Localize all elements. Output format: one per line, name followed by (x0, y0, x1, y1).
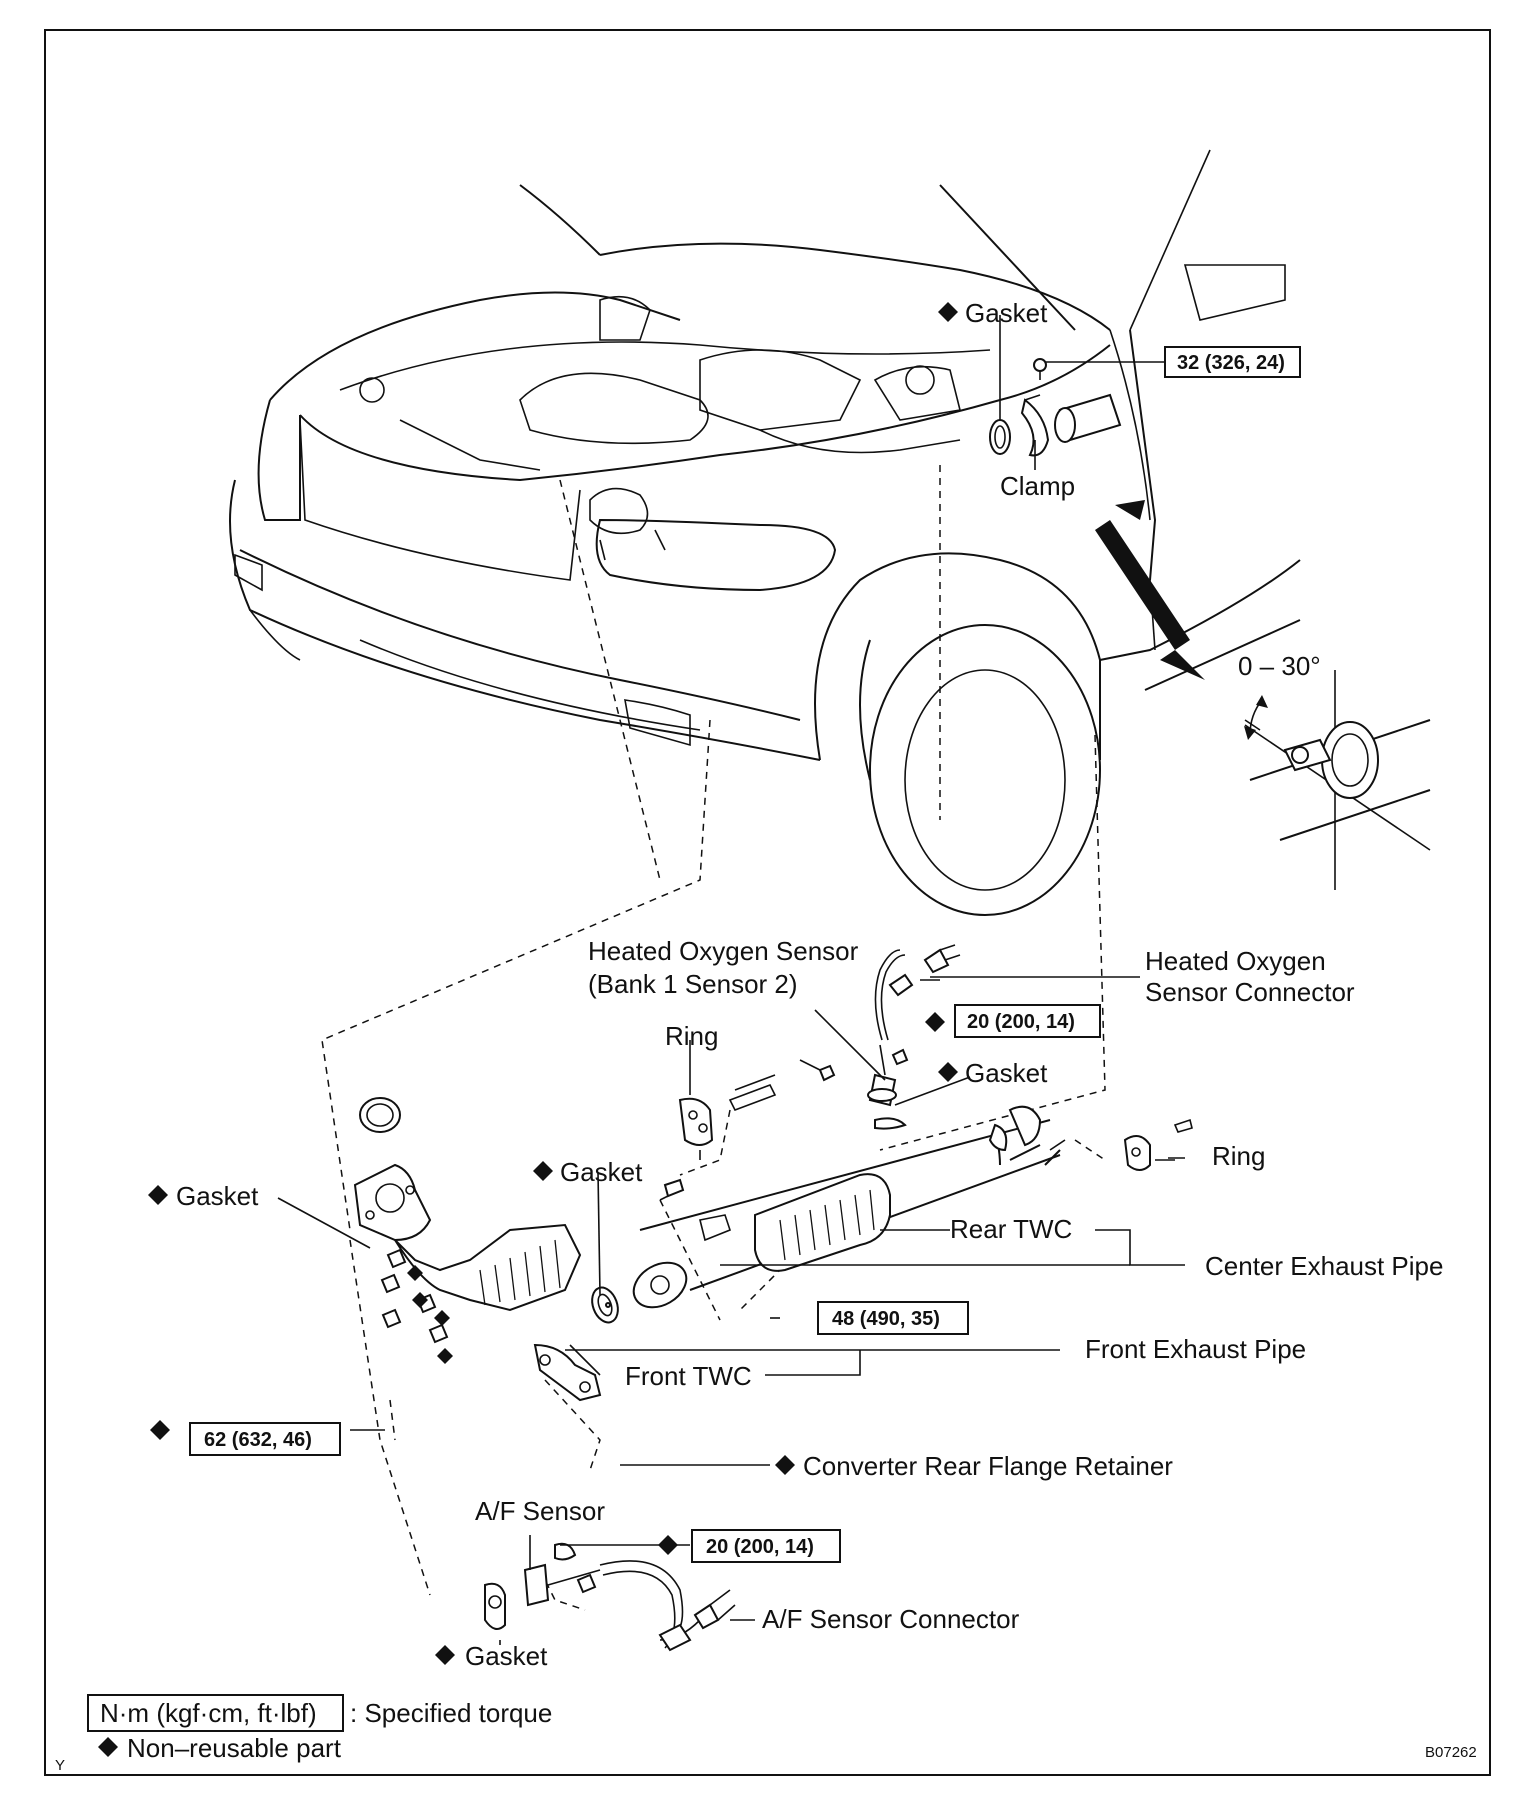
label-ho2s-connector-line2: Sensor Connector (1145, 977, 1355, 1007)
diamond-icon (938, 1062, 958, 1082)
clamp-angle-detail (1244, 670, 1431, 890)
diamond-icon (938, 302, 958, 322)
clamp-assembly (989, 315, 1165, 470)
diagram-frame (44, 29, 1491, 1776)
torque-af-sensor: 20 (200, 14) (706, 1536, 814, 1558)
label-gasket-center: Gasket (560, 1157, 643, 1187)
torque-box-pipe (817, 1301, 969, 1335)
torque-box-clamp (1164, 346, 1301, 378)
label-ho2s-line2: (Bank 1 Sensor 2) (588, 969, 798, 999)
label-ring-right: Ring (1212, 1141, 1265, 1171)
diamond-icon (925, 1012, 945, 1032)
label-center-exhaust-pipe: Center Exhaust Pipe (1205, 1251, 1443, 1281)
exhaust-components (353, 944, 1193, 1652)
diamond-icon (658, 1535, 678, 1555)
label-rear-twc: Rear TWC (950, 1214, 1072, 1244)
diamond-icon (435, 1645, 455, 1665)
label-front-exhaust-pipe: Front Exhaust Pipe (1085, 1334, 1306, 1364)
label-ho2s-line1: Heated Oxygen Sensor (588, 936, 859, 966)
diamond-icon (775, 1455, 795, 1475)
diamond-icon (150, 1420, 170, 1440)
legend-torque-text: : Specified torque (350, 1698, 552, 1728)
legend-torque-box (87, 1694, 344, 1732)
corner-mark: Y (55, 1757, 65, 1774)
label-angle: 0 – 30° (1238, 651, 1321, 681)
torque-box-manifold (189, 1422, 341, 1456)
label-gasket-bottom: Gasket (465, 1641, 548, 1671)
label-leaders (277, 979, 1185, 1645)
torque-clamp-bolt: 32 (326, 24) (1177, 352, 1285, 374)
direction-arrow (1095, 500, 1205, 680)
torque-box-ho2s (954, 1004, 1101, 1038)
label-ho2s-connector-line1: Heated Oxygen (1145, 946, 1326, 976)
label-ring-left: Ring (665, 1021, 718, 1051)
label-af-sensor: A/F Sensor (475, 1496, 605, 1526)
diamond-icon (148, 1185, 168, 1205)
diamond-icon (98, 1737, 118, 1757)
torque-box-af (691, 1529, 841, 1563)
torque-pipe-bolt: 48 (490, 35) (832, 1308, 940, 1330)
diamond-icon (533, 1161, 553, 1181)
legend-torque-units: N·m (kgf·cm, ft·lbf) (100, 1698, 317, 1728)
label-front-twc: Front TWC (625, 1361, 752, 1391)
label-flange-retainer: Converter Rear Flange Retainer (803, 1451, 1173, 1481)
label-gasket-top: Gasket (965, 298, 1048, 328)
vehicle-illustration (229, 149, 1301, 916)
torque-ho2s: 20 (200, 14) (967, 1011, 1075, 1033)
figure-code: B07262 (1425, 1744, 1477, 1761)
dashed-leaders (321, 465, 1106, 1611)
label-clamp: Clamp (1000, 471, 1075, 501)
legend: N·m (kgf·cm, ft·lbf) : Specified torque … (87, 1694, 552, 1763)
label-gasket-sensor: Gasket (965, 1058, 1048, 1088)
label-af-connector: A/F Sensor Connector (762, 1604, 1020, 1634)
legend-nonreusable: Non–reusable part (127, 1733, 342, 1763)
label-gasket-left: Gasket (176, 1181, 259, 1211)
torque-manifold-nut: 62 (632, 46) (204, 1429, 312, 1451)
